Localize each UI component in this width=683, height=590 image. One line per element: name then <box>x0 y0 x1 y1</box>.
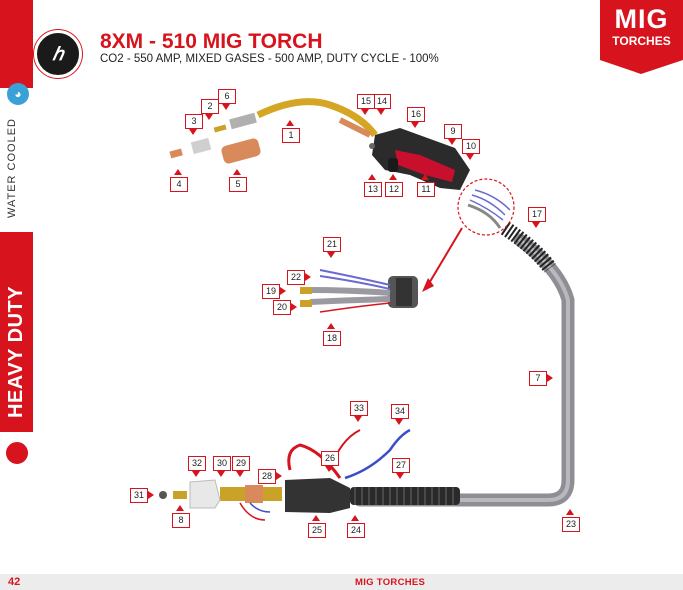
badge-line2: TORCHES <box>612 34 671 48</box>
callout-pointer <box>411 122 419 128</box>
callout-27: 27 <box>392 458 410 473</box>
callout-pointer <box>547 374 553 382</box>
callout-pointer <box>368 174 376 180</box>
callout-pointer <box>566 509 574 515</box>
callout-7: 7 <box>529 371 547 386</box>
callout-22: 22 <box>287 270 305 285</box>
callout-pointer <box>396 473 404 479</box>
callout-pointer <box>312 515 320 521</box>
callout-20: 20 <box>273 300 291 315</box>
gooseneck <box>256 98 378 138</box>
callout-11: 11 <box>417 182 435 197</box>
callout-26: 26 <box>321 451 339 466</box>
footer-bar <box>0 574 683 590</box>
callout-9: 9 <box>444 124 462 139</box>
callout-pointer <box>192 471 200 477</box>
brand-logo: ℎ <box>34 30 82 78</box>
callout-pointer <box>377 109 385 115</box>
callout-23: 23 <box>562 517 580 532</box>
diffuser <box>190 137 212 155</box>
callout-pointer <box>389 174 397 180</box>
callout-10: 10 <box>462 139 480 154</box>
callout-pointer <box>217 471 225 477</box>
callout-pointer <box>276 472 282 480</box>
handle-grip <box>395 150 455 182</box>
callout-pointer <box>305 273 311 281</box>
water-drop-icon: ◕ <box>7 83 29 105</box>
callout-pointer <box>448 139 456 145</box>
callout-pointer <box>327 252 335 258</box>
callout-28: 28 <box>258 469 276 484</box>
callout-19: 19 <box>262 284 280 299</box>
callout-pointer <box>280 287 286 295</box>
callout-21: 21 <box>323 237 341 252</box>
contact-tip <box>213 124 227 133</box>
heavy-duty-tab <box>0 232 33 432</box>
callout-pointer <box>327 323 335 329</box>
callout-pointer <box>222 104 230 110</box>
callout-30: 30 <box>213 456 231 471</box>
callout-15: 15 <box>357 94 375 109</box>
small-tip <box>169 148 183 159</box>
footer-section: MIG TORCHES <box>355 577 426 588</box>
page-subtitle: CO2 - 550 AMP, MIXED GASES - 500 AMP, DU… <box>100 53 439 65</box>
callout-17: 17 <box>528 207 546 222</box>
zoom-circle <box>457 178 515 236</box>
callout-pointer <box>176 505 184 511</box>
badge-tail <box>600 60 683 74</box>
trigger <box>388 158 398 172</box>
callout-24: 24 <box>347 523 365 538</box>
callout-33: 33 <box>350 401 368 416</box>
badge-line1: MIG <box>614 4 669 34</box>
callout-13: 13 <box>364 182 382 197</box>
callout-pointer <box>233 169 241 175</box>
callout-pointer <box>286 120 294 126</box>
callout-pointer <box>351 515 359 521</box>
page-title: 8XM - 510 MIG TORCH <box>100 30 323 53</box>
nozzle <box>221 138 261 164</box>
callout-14: 14 <box>373 94 391 109</box>
callout-2: 2 <box>201 99 219 114</box>
callout-pointer <box>421 174 429 180</box>
callout-1: 1 <box>282 128 300 143</box>
callout-8: 8 <box>172 513 190 528</box>
callout-pointer <box>205 114 213 120</box>
callout-18: 18 <box>323 331 341 346</box>
callout-6: 6 <box>218 89 236 104</box>
callout-16: 16 <box>407 107 425 122</box>
callout-pointer <box>148 491 154 499</box>
page-number: 42 <box>8 576 21 588</box>
callout-pointer <box>325 466 333 472</box>
callout-pointer <box>466 154 474 160</box>
callout-pointer <box>291 303 297 311</box>
callout-12: 12 <box>385 182 403 197</box>
blue-lead <box>344 428 411 480</box>
callout-29: 29 <box>232 456 250 471</box>
rear-handle <box>285 478 350 513</box>
callout-25: 25 <box>308 523 326 538</box>
callout-3: 3 <box>185 114 203 129</box>
spring-guard <box>500 221 556 273</box>
rear-spring <box>350 487 460 505</box>
callout-34: 34 <box>391 404 409 419</box>
callout-5: 5 <box>229 177 247 192</box>
callout-pointer <box>189 129 197 135</box>
callout-pointer <box>532 222 540 228</box>
side-tab-top <box>0 0 33 88</box>
nozzle-insert <box>229 112 257 130</box>
callout-pointer <box>395 419 403 425</box>
callout-pointer <box>174 169 182 175</box>
heavy-duty-icon <box>4 440 30 466</box>
rear-insulator <box>189 479 221 509</box>
category-badge: MIG TORCHES <box>600 0 683 60</box>
zoom-arrow <box>427 227 463 286</box>
callout-32: 32 <box>188 456 206 471</box>
callout-4: 4 <box>170 177 188 192</box>
callout-pointer <box>354 416 362 422</box>
callout-31: 31 <box>130 488 148 503</box>
callout-pointer <box>236 471 244 477</box>
callout-pointer <box>361 109 369 115</box>
